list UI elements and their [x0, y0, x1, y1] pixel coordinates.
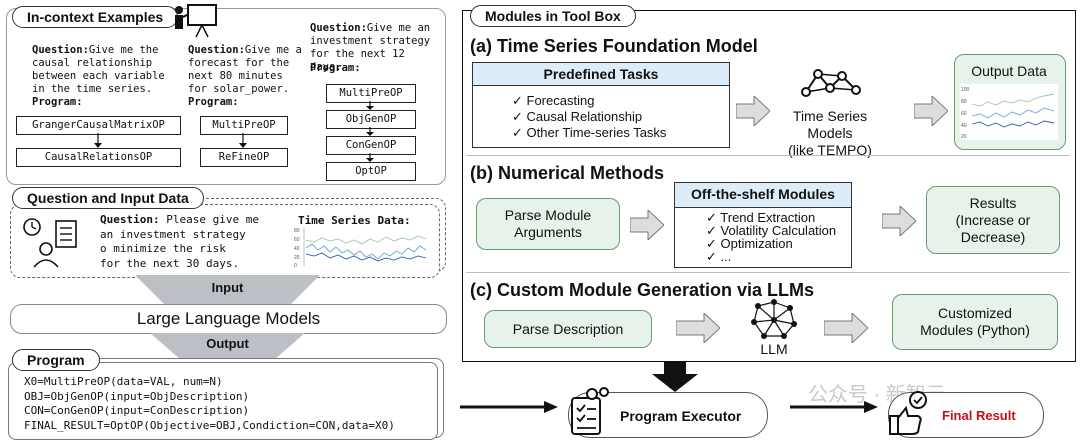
output-data-chart: 100 80 60 40 20	[960, 84, 1058, 140]
off-the-shelf-list: Trend Extraction Volatility Calculation …	[706, 211, 836, 263]
svg-text:60: 60	[294, 237, 300, 243]
qinput-question: Question: Please give me an investment s…	[100, 213, 259, 270]
right-arrow	[630, 210, 664, 240]
customized-modules-box: Customized Modules (Python)	[892, 294, 1058, 350]
op-box: GrangerCausalMatrixOP	[16, 116, 181, 135]
down-arrow	[652, 362, 698, 392]
section-a-title: (a) Time Series Foundation Model	[470, 36, 758, 56]
predefined-tasks-header: Predefined Tasks	[472, 62, 730, 86]
ex2-program-label: Program:	[188, 96, 239, 108]
op-box: ReFineOP	[200, 148, 288, 167]
qinput-title: Question and Input Data	[12, 187, 204, 209]
svg-text:60: 60	[961, 111, 967, 117]
network-icon	[801, 69, 861, 97]
right-arrow	[882, 206, 916, 236]
ex3-program-label: Program:	[310, 62, 361, 74]
parse-description-box: Parse Description	[484, 310, 652, 348]
flow-arrow	[239, 133, 247, 148]
op-box: ObjGenOP	[326, 110, 416, 129]
svg-text:100: 100	[961, 87, 970, 93]
flow-arrow	[366, 127, 374, 136]
right-arrow	[736, 96, 770, 126]
llm-bar: Large Language Models	[10, 304, 447, 334]
executor-label: Program Executor	[620, 408, 742, 424]
output-label: Output	[206, 336, 249, 351]
right-arrow	[824, 313, 868, 343]
output-data-title: Output Data	[971, 63, 1047, 79]
svg-text:80: 80	[294, 228, 300, 234]
program-code: X0=MultiPreOP(data=VAL, num=N) OBJ=ObjGe…	[24, 375, 395, 432]
final-result-label: Final Result	[942, 408, 1016, 423]
executor-box	[568, 392, 768, 438]
toolbox-panel	[462, 10, 1076, 362]
ex1-question: Question:Give me the causal relationship…	[32, 44, 165, 95]
op-box: OptOP	[326, 162, 416, 181]
ex3-question: Question:Give me an investment strategy …	[310, 22, 431, 73]
presenter-icon	[175, 4, 217, 38]
arrow-to-final	[790, 401, 878, 413]
toolbox-title: Modules in Tool Box	[470, 5, 636, 27]
op-box: MultiPreOP	[200, 116, 288, 135]
svg-text:80: 80	[961, 99, 967, 105]
flow-arrow	[94, 133, 102, 148]
op-box: ConGenOP	[326, 136, 416, 155]
op-box: MultiPreOP	[326, 84, 416, 103]
predefined-tasks-list: Forecasting Causal Relationship Other Ti…	[512, 93, 667, 141]
ts-models-label: Time Series Models (like TEMPO)	[788, 108, 872, 158]
program-title: Program	[12, 349, 100, 371]
section-divider	[466, 272, 1070, 273]
section-c-title: (c) Custom Module Generation via LLMs	[470, 280, 815, 300]
svg-text:20: 20	[294, 255, 300, 261]
flow-arrow	[366, 153, 374, 162]
section-divider	[466, 155, 1070, 156]
input-arrow	[135, 275, 320, 305]
llm-network-icon	[751, 299, 797, 339]
incontext-title: In-context Examples	[12, 6, 179, 28]
svg-text:20: 20	[961, 134, 967, 140]
ex2-question: Question:Give me a forecast for the next…	[188, 44, 302, 95]
parse-module-arguments-box: Parse Module Arguments	[476, 198, 620, 250]
right-arrow	[676, 313, 720, 343]
svg-text:40: 40	[961, 123, 967, 129]
arrow-to-executor	[460, 401, 558, 413]
right-arrow	[914, 96, 948, 126]
section-b-title: (b) Numerical Methods	[470, 163, 665, 183]
program-panel	[8, 362, 438, 440]
checklist-gears-icon	[571, 387, 609, 435]
ex1-program-label: Program:	[32, 96, 83, 108]
time-series-thumbnail: 80 60 40 20 0	[294, 228, 427, 268]
op-box: CausalRelationsOP	[16, 148, 181, 167]
qinput-panel	[10, 204, 440, 278]
person-document-icon	[23, 218, 77, 268]
llm-label: LLM	[760, 341, 788, 357]
thumbs-up-icon	[889, 391, 927, 435]
svg-text:40: 40	[294, 246, 300, 252]
flow-arrow	[366, 101, 374, 110]
svg-text:0: 0	[294, 263, 297, 268]
input-label: Input	[211, 280, 244, 295]
off-the-shelf-header: Off-the-shelf Modules	[674, 182, 852, 208]
output-arrow	[150, 333, 305, 359]
ts-data-label: Time Series Data:	[298, 214, 411, 227]
results-box: Results (Increase or Decrease)	[926, 186, 1060, 254]
